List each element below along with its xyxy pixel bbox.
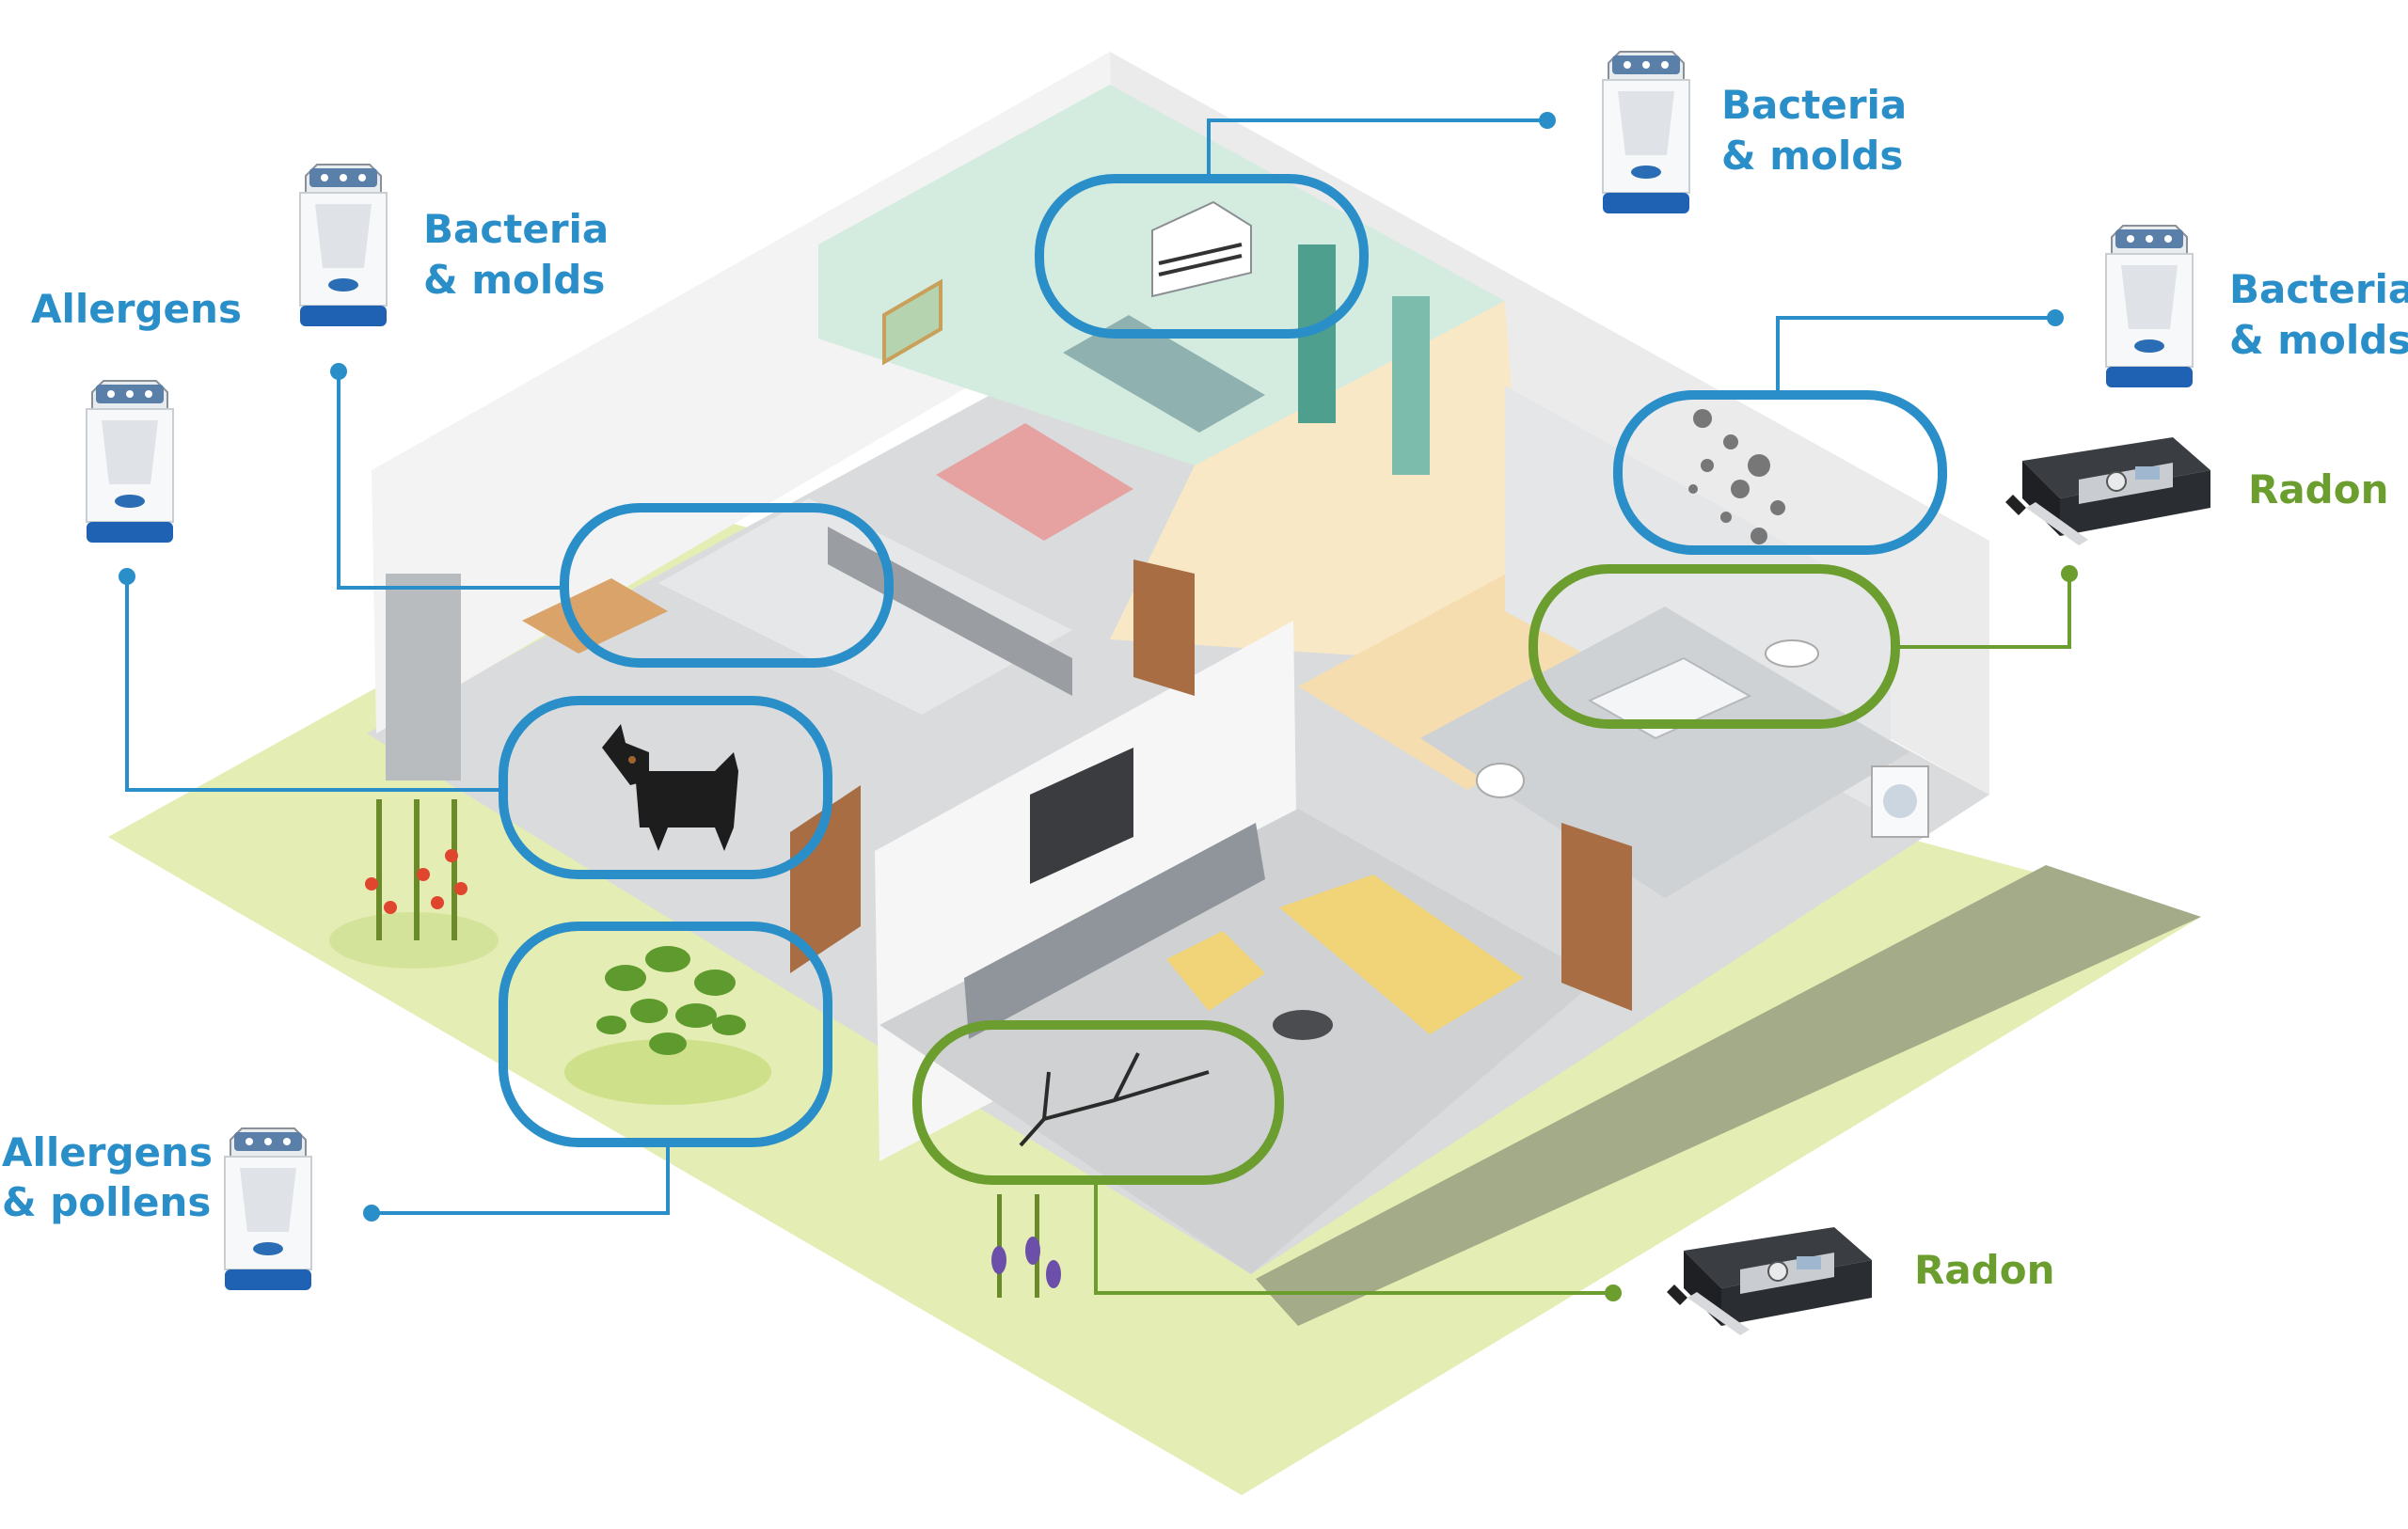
connector-dot <box>1605 1285 1622 1301</box>
kitchen-table <box>522 578 668 654</box>
air-sampler-icon <box>86 380 174 544</box>
air-conditioner-callout <box>1035 174 1369 339</box>
air-conditioner <box>1151 200 1252 298</box>
radon-monitor-icon <box>2004 436 2211 546</box>
label-ac-molds: & molds <box>1721 133 1903 179</box>
label-bath-bacteria: Bacteria <box>2229 266 2408 312</box>
dog <box>602 724 738 851</box>
floor-crack-callout <box>912 1020 1284 1185</box>
toilet <box>1476 763 1525 798</box>
radon-monitor-icon <box>1666 1226 1873 1336</box>
bedroom-sofa <box>1063 315 1265 433</box>
label-ac-bacteria: Bacteria <box>1721 82 1907 128</box>
connector-line <box>125 576 503 792</box>
connector-dot <box>363 1205 380 1222</box>
bed <box>936 423 1133 541</box>
label-allergens: Allergens <box>31 286 242 332</box>
label-garden-allergens: Allergens <box>2 1129 213 1175</box>
kitchen-counter <box>658 498 1072 715</box>
connector-line <box>1776 316 2055 395</box>
door <box>1133 560 1195 696</box>
air-sampler-icon <box>299 164 388 327</box>
door <box>1561 823 1632 1011</box>
air-sampler-icon <box>1602 51 1690 214</box>
connector-dot <box>2047 309 2064 326</box>
connector-dot <box>1539 112 1556 129</box>
coffee-table <box>1273 1010 1333 1040</box>
door <box>790 785 861 973</box>
label-kitchen-molds: & molds <box>423 257 605 303</box>
house-shadow <box>1256 865 2201 1326</box>
label-floor-radon: Radon <box>1914 1247 2055 1293</box>
dog-callout <box>499 696 832 879</box>
connector-dot <box>2061 565 2078 582</box>
tv <box>1030 748 1133 884</box>
label-bath-radon: Radon <box>2248 466 2389 512</box>
air-sampler-icon <box>224 1127 312 1291</box>
label-bath-molds: & molds <box>2229 317 2408 363</box>
connector-line <box>337 371 564 590</box>
sink <box>1765 639 1819 668</box>
fridge <box>386 574 461 780</box>
connector-line <box>1207 118 1547 179</box>
sofa <box>1279 875 1524 1034</box>
air-sampler-icon <box>2105 225 2194 388</box>
garden-plants <box>564 946 771 1105</box>
label-kitchen-bacteria: Bacteria <box>423 206 609 252</box>
connector-line <box>1895 574 2071 649</box>
label-garden-pollens: & pollens <box>2 1179 211 1225</box>
mold-spots <box>1688 409 1785 544</box>
armchair <box>1166 931 1265 1011</box>
curtain <box>1392 296 1430 475</box>
connector-dot <box>119 568 135 585</box>
garden-callout <box>499 922 832 1147</box>
kitchen-callout <box>560 503 894 668</box>
tv-cabinet <box>964 823 1265 1039</box>
connector-line <box>1094 1180 1613 1295</box>
picture-frame <box>882 278 943 366</box>
floor-crack <box>1019 1052 1210 1147</box>
mold-wall-callout <box>1613 390 1947 555</box>
connector-dot <box>330 363 347 380</box>
eggplant-plants <box>991 1194 1061 1298</box>
tomato-plants <box>329 799 499 969</box>
connector-line <box>372 1143 670 1215</box>
